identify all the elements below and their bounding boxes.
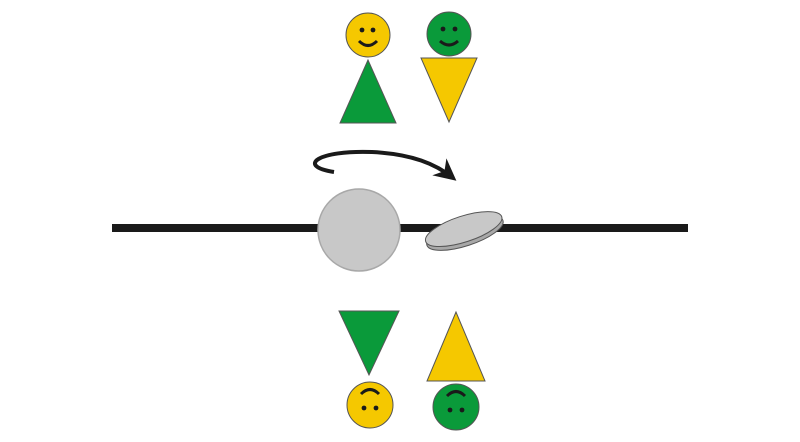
figure-top-left: [339, 12, 397, 124]
figure-top-right: [420, 11, 478, 124]
smile-face-icon: [439, 26, 459, 47]
head-green: [432, 383, 480, 431]
head-green: [426, 11, 472, 57]
head-yellow: [346, 381, 394, 429]
body-triangle-down-green: [338, 310, 400, 377]
smile-face-icon-inverted: [445, 390, 467, 413]
curved-arrow-icon: [313, 149, 457, 181]
smile-face-icon-inverted: [359, 388, 381, 411]
body-triangle-up-yellow: [426, 310, 486, 382]
smile-face-icon: [357, 27, 379, 47]
head-yellow: [345, 12, 391, 58]
figure-bottom-right: [426, 310, 486, 431]
figure-bottom-left: [338, 310, 400, 429]
body-triangle-up-green: [339, 58, 397, 124]
disk-face-on: [317, 188, 401, 272]
disk-edge-on: [424, 211, 504, 251]
body-triangle-down-yellow: [420, 57, 478, 124]
